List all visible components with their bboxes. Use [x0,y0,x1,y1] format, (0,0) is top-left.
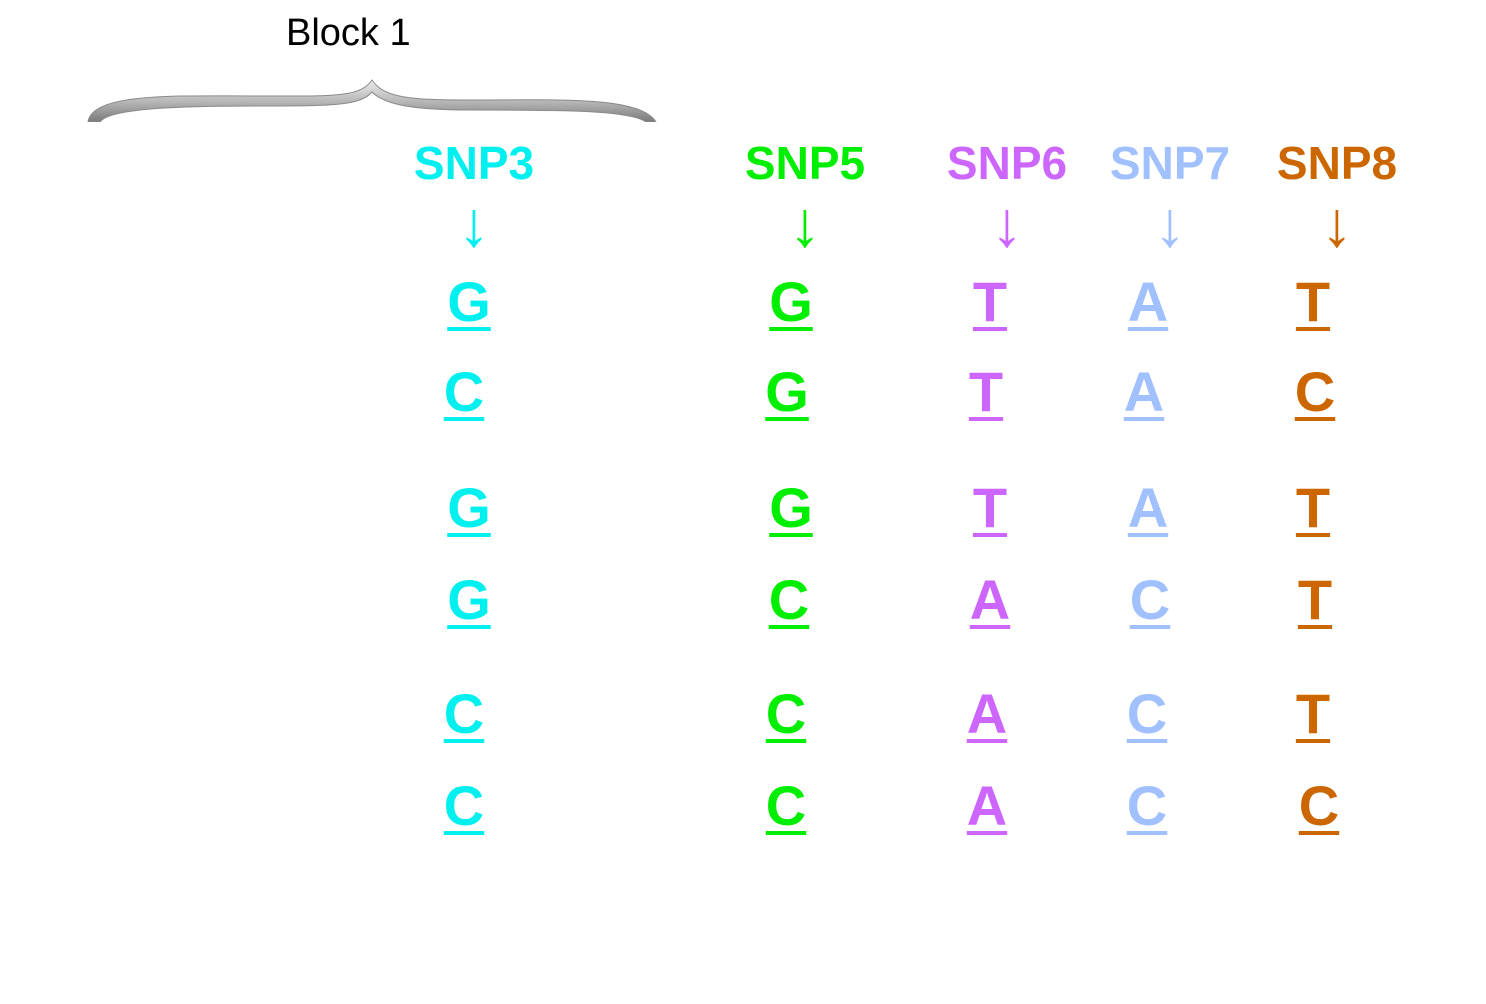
down-arrow-icon: ↓ [1321,192,1353,256]
base-snp7-row5: C [1127,686,1167,742]
base-snp3-row2: C [444,364,484,420]
down-arrow-icon: ↓ [458,192,490,256]
base-snp6-row6: A [967,778,1007,834]
down-arrow-icon: ↓ [991,192,1023,256]
base-snp8-row6: C [1299,778,1339,834]
base-snp7-row1: A [1128,274,1168,330]
snp-label-snp3: SNP3 [414,140,534,186]
snp-label-snp6: SNP6 [947,140,1067,186]
base-snp8-row5: T [1296,686,1330,742]
snp-label-snp8: SNP8 [1277,140,1397,186]
base-snp5-row5: C [766,686,806,742]
base-snp8-row2: C [1295,364,1335,420]
base-snp3-row3: G [447,480,491,536]
base-snp5-row4: C [769,572,809,628]
base-snp5-row2: G [765,364,809,420]
base-snp5-row3: G [769,480,813,536]
base-snp5-row1: G [769,274,813,330]
base-snp3-row4: G [447,572,491,628]
base-snp3-row5: C [444,686,484,742]
snp-label-snp5: SNP5 [745,140,865,186]
base-snp5-row6: C [766,778,806,834]
base-snp8-row4: T [1298,572,1332,628]
down-arrow-icon: ↓ [1154,192,1186,256]
base-snp6-row2: T [969,364,1003,420]
base-snp6-row4: A [970,572,1010,628]
base-snp7-row4: C [1130,572,1170,628]
block-brace [0,0,700,130]
base-snp6-row1: T [973,274,1007,330]
down-arrow-icon: ↓ [789,192,821,256]
base-snp8-row3: T [1296,480,1330,536]
snp-label-snp7: SNP7 [1110,140,1230,186]
base-snp3-row1: G [447,274,491,330]
base-snp6-row3: T [973,480,1007,536]
base-snp7-row2: A [1124,364,1164,420]
base-snp7-row6: C [1127,778,1167,834]
base-snp7-row3: A [1128,480,1168,536]
base-snp3-row6: C [444,778,484,834]
base-snp6-row5: A [967,686,1007,742]
base-snp8-row1: T [1296,274,1330,330]
